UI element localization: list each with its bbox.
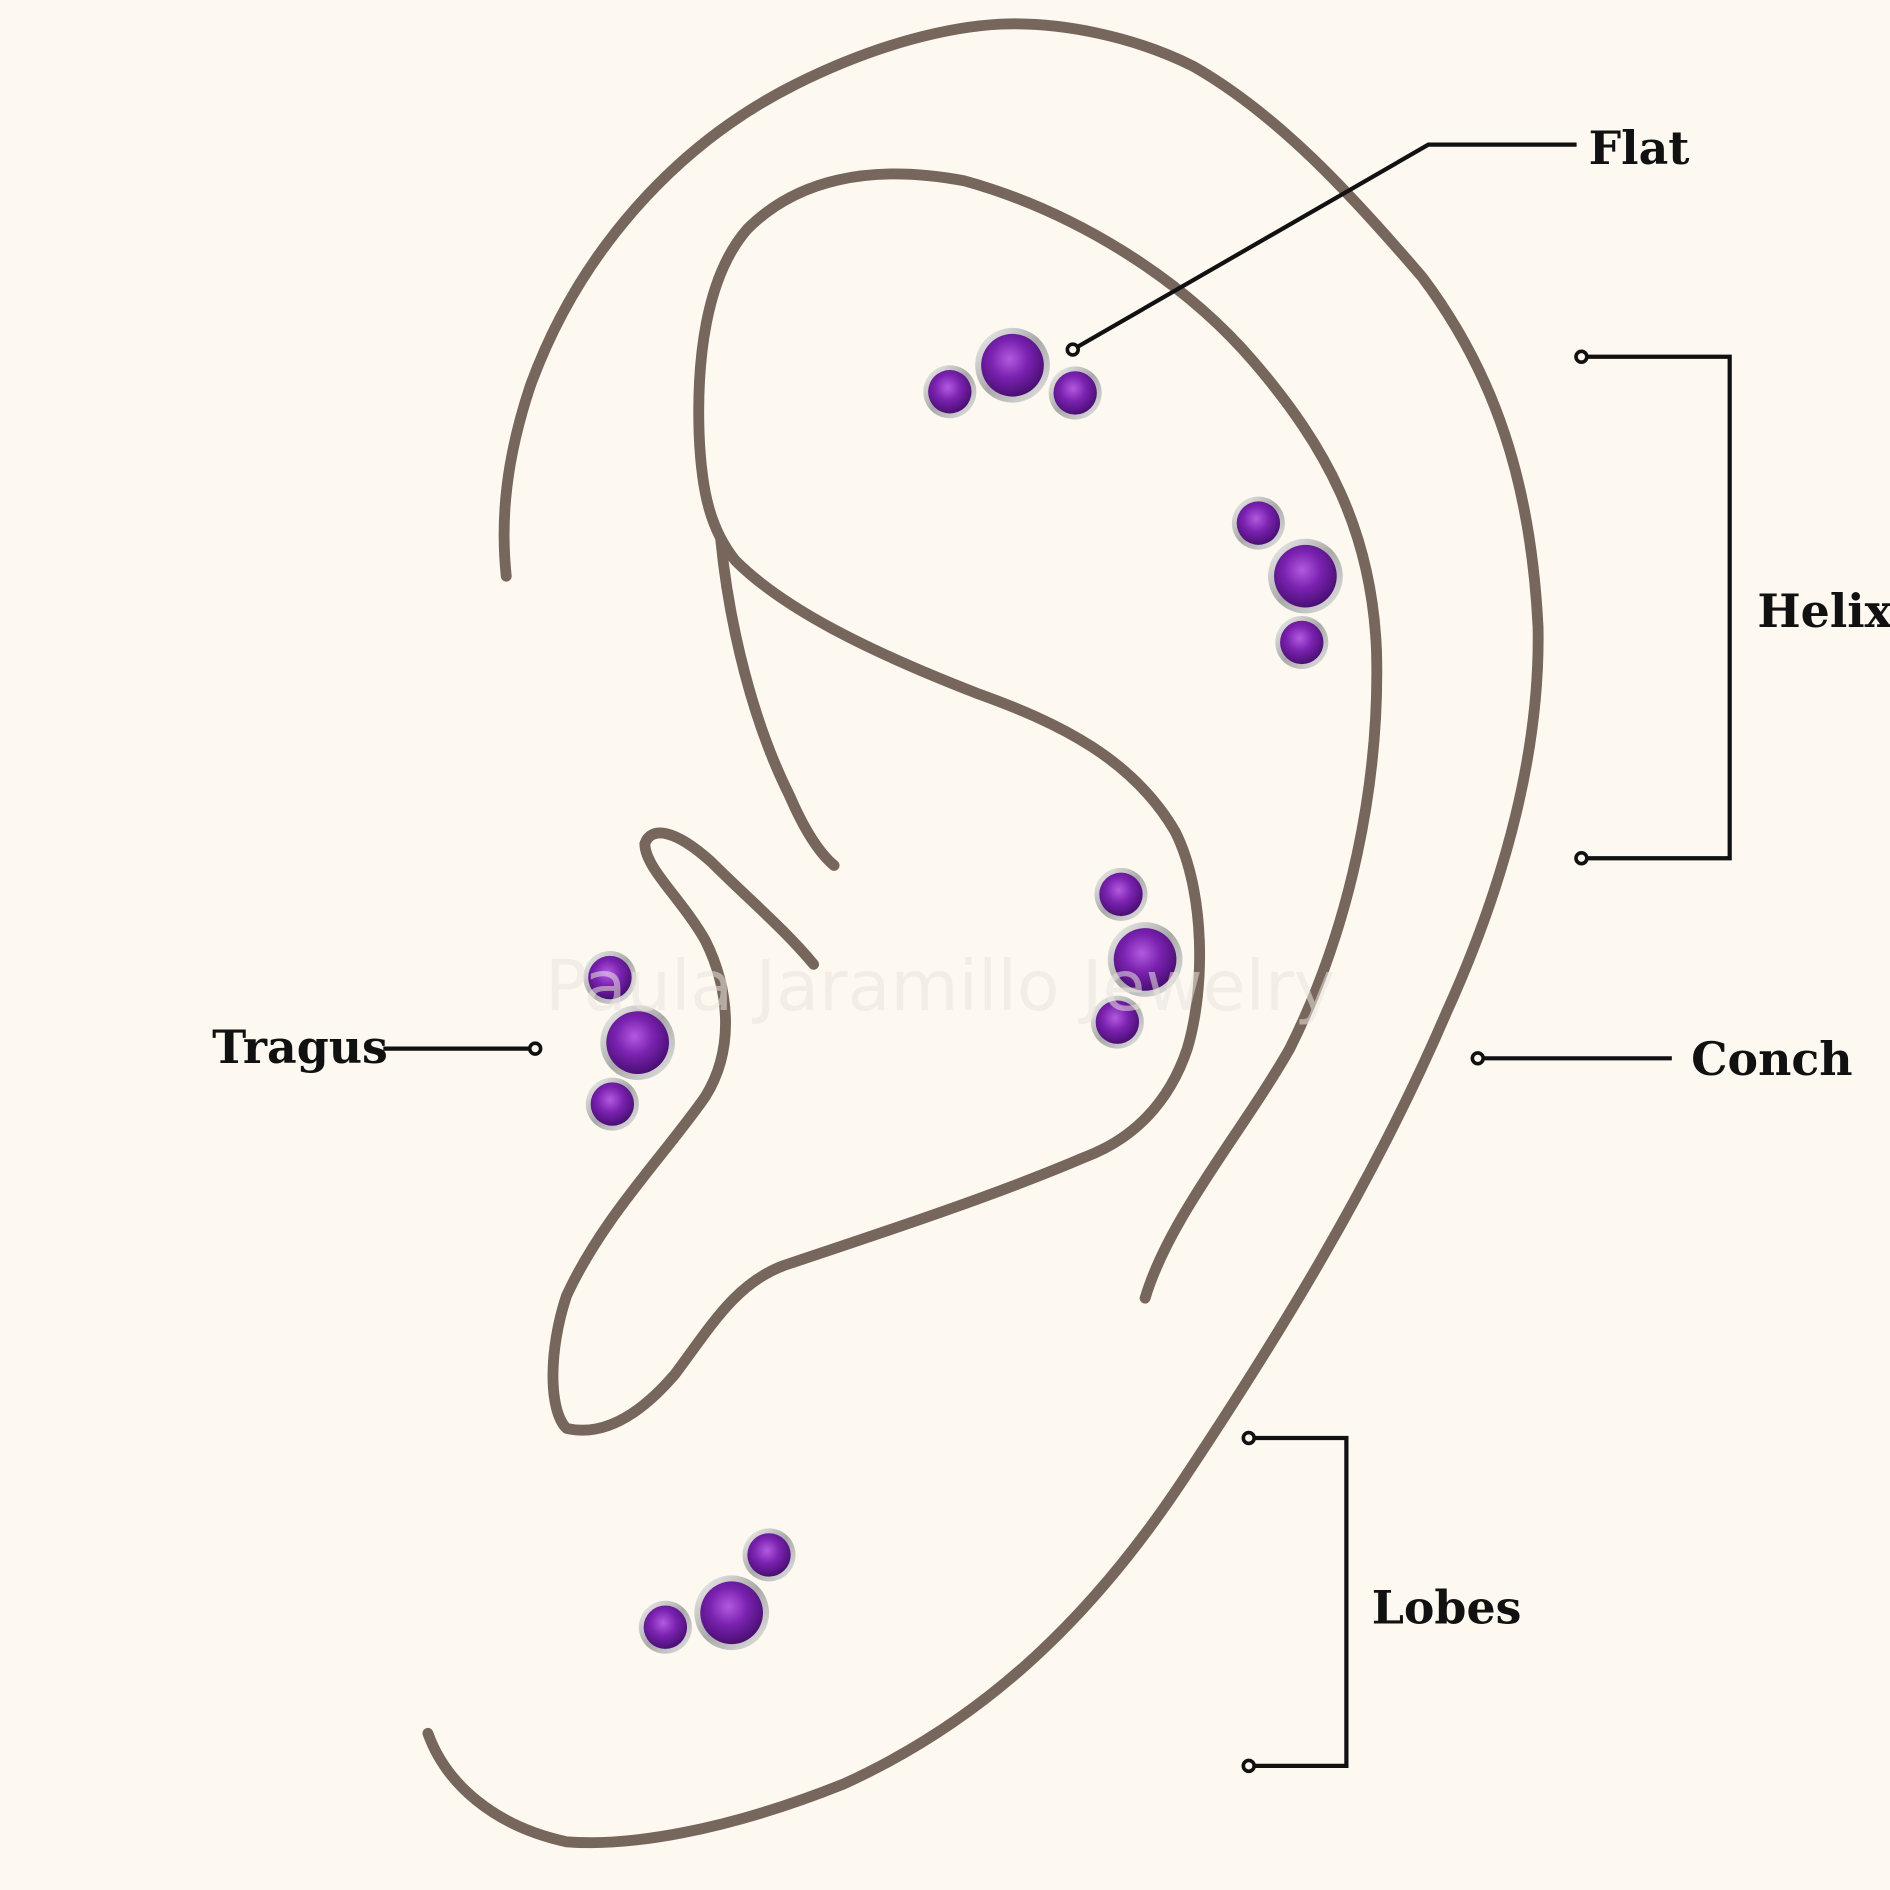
label-helix: Helix	[1757, 584, 1890, 638]
label-tragus: Tragus	[212, 1020, 388, 1074]
leader-tragus	[383, 1041, 543, 1056]
leader-conch	[1470, 1051, 1672, 1066]
ear-crus	[715, 534, 840, 871]
label-lobes: Lobes	[1372, 1581, 1522, 1635]
label-conch: Conch	[1691, 1032, 1852, 1086]
piercing-conch	[1090, 867, 1183, 1049]
ear-outline	[422, 18, 1544, 1849]
piercing-helix	[1231, 496, 1343, 669]
bracket-lobes	[1241, 1430, 1349, 1774]
label-flat: Flat	[1589, 121, 1690, 175]
piercing-tragus	[583, 951, 675, 1131]
leader-flat	[1065, 142, 1577, 357]
piercing-flat	[923, 327, 1102, 420]
ear-helix-rim	[422, 18, 1544, 1849]
bracket-helix	[1574, 349, 1732, 866]
watermark: Paula Jaramillo Jewelry	[545, 946, 1335, 1027]
ear-antihelix	[547, 168, 1383, 1436]
piercing-lobes	[638, 1528, 796, 1654]
